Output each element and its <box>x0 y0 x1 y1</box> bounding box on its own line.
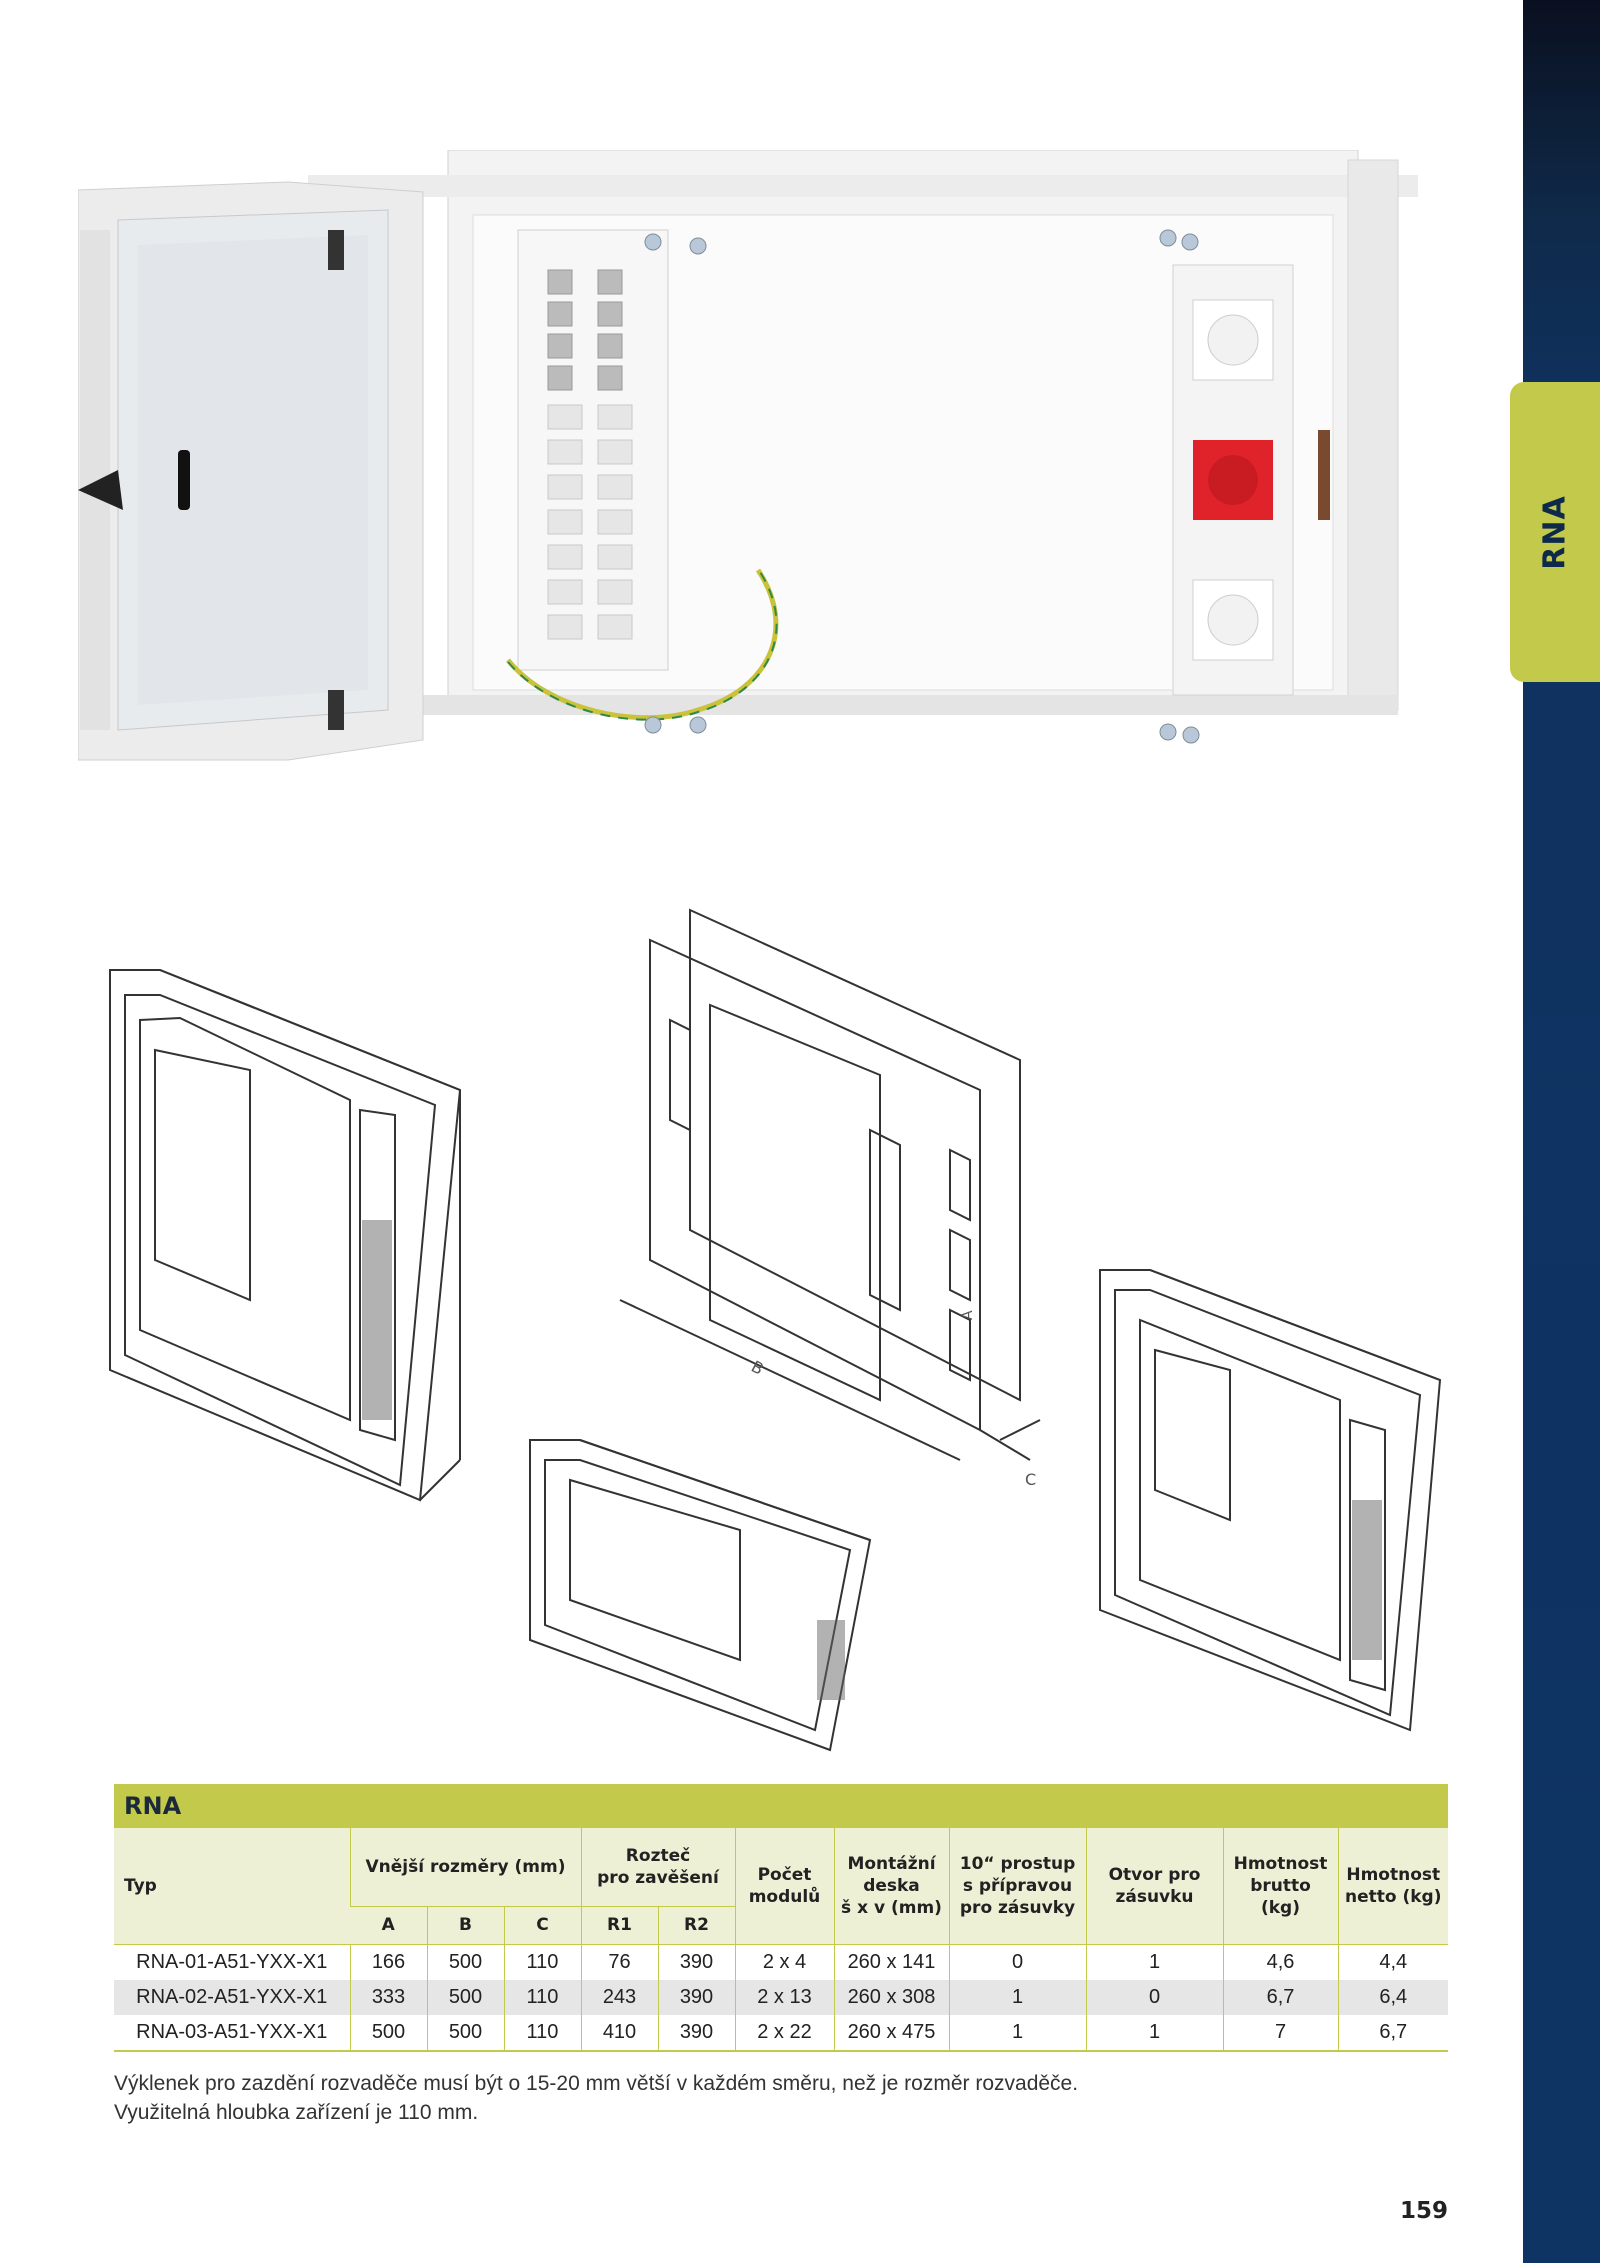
cell-typ: RNA-03-A51-YXX-X1 <box>114 2014 350 2052</box>
cell-b: 500 <box>426 1944 504 1980</box>
cell-prostup: 1 <box>948 2014 1086 2052</box>
footnote-line-2: Využitelná hloubka zařízení je 110 mm. <box>114 2101 479 2124</box>
cell-r2: 390 <box>657 1944 735 1980</box>
page-number: 159 <box>1400 2198 1449 2224</box>
header-typ: Typ <box>114 1828 350 1945</box>
table-title: RNA <box>114 1784 1448 1828</box>
cell-brutto: 6,7 <box>1222 1979 1338 2015</box>
cell-netto: 6,7 <box>1337 2014 1448 2052</box>
header-c: C <box>503 1906 581 1945</box>
header-b: B <box>426 1906 504 1945</box>
cell-prostup: 0 <box>948 1944 1086 1980</box>
cell-deska: 260 x 475 <box>833 2014 949 2052</box>
section-tab-label: RNA <box>1537 494 1573 570</box>
cell-otvor: 1 <box>1085 1944 1223 1980</box>
cell-r1: 76 <box>580 1944 658 1980</box>
cell-deska: 260 x 141 <box>833 1944 949 1980</box>
cell-typ: RNA-01-A51-YXX-X1 <box>136 1950 328 1973</box>
technical-drawings: B C A <box>109 908 1442 1752</box>
cell-c: 110 <box>503 1944 581 1980</box>
cell-brutto: 7 <box>1222 2014 1338 2052</box>
cell-a: 500 <box>349 2014 427 2052</box>
cell-r1: 243 <box>580 1979 658 2015</box>
cell-moduly: 2 x 4 <box>734 1944 834 1980</box>
cell-netto: 4,4 <box>1337 1944 1448 1980</box>
cell-b: 500 <box>426 1979 504 2015</box>
cell-typ: RNA-02-A51-YXX-X1 <box>114 1979 350 2015</box>
cell-c: 110 <box>503 1979 581 2015</box>
cell-otvor: 0 <box>1085 1979 1223 2015</box>
dimension-label-a: A <box>960 1310 976 1320</box>
table-row: RNA-03-A51-YXX-X1 500 500 110 410 390 2 … <box>114 2014 1448 2052</box>
cell-otvor: 1 <box>1085 2014 1223 2052</box>
header-vnejsi: Vnější rozměry (mm) <box>349 1828 581 1907</box>
cell-c: 110 <box>503 2014 581 2052</box>
footnote-line-1: Výklenek pro zazdění rozvaděče musí být … <box>114 2072 1079 2095</box>
cell-brutto: 4,6 <box>1222 1944 1338 1980</box>
table-row: RNA-02-A51-YXX-X1 333 500 110 243 390 2 … <box>114 1979 1448 2015</box>
cell-prostup: 1 <box>948 1979 1086 2015</box>
cell-a: 333 <box>349 1979 427 2015</box>
cell-moduly: 2 x 22 <box>734 2014 834 2052</box>
header-r1: R1 <box>580 1906 658 1945</box>
header-r2: R2 <box>657 1906 735 1945</box>
side-band <box>1523 0 1600 2263</box>
cell-moduly: 2 x 13 <box>734 1979 834 2015</box>
product-photo <box>78 150 1418 761</box>
cell-b: 500 <box>426 2014 504 2052</box>
cell-deska: 260 x 308 <box>833 1979 949 2015</box>
cell-netto: 6,4 <box>1337 1979 1448 2015</box>
cell-r2: 390 <box>657 1979 735 2015</box>
footnote: Výklenek pro zazdění rozvaděče musí být … <box>114 2069 1414 2127</box>
cell-a: 166 <box>349 1944 427 1980</box>
table-row: RNA-01-A51-YXX-X1 166 500 110 76 390 2 x… <box>114 1944 1448 1980</box>
cell-r2: 390 <box>657 2014 735 2052</box>
section-tab: RNA <box>1510 382 1600 682</box>
cell-r1: 410 <box>580 2014 658 2052</box>
dimension-label-c: C <box>1025 1470 1036 1489</box>
header-a: A <box>350 1906 427 1945</box>
